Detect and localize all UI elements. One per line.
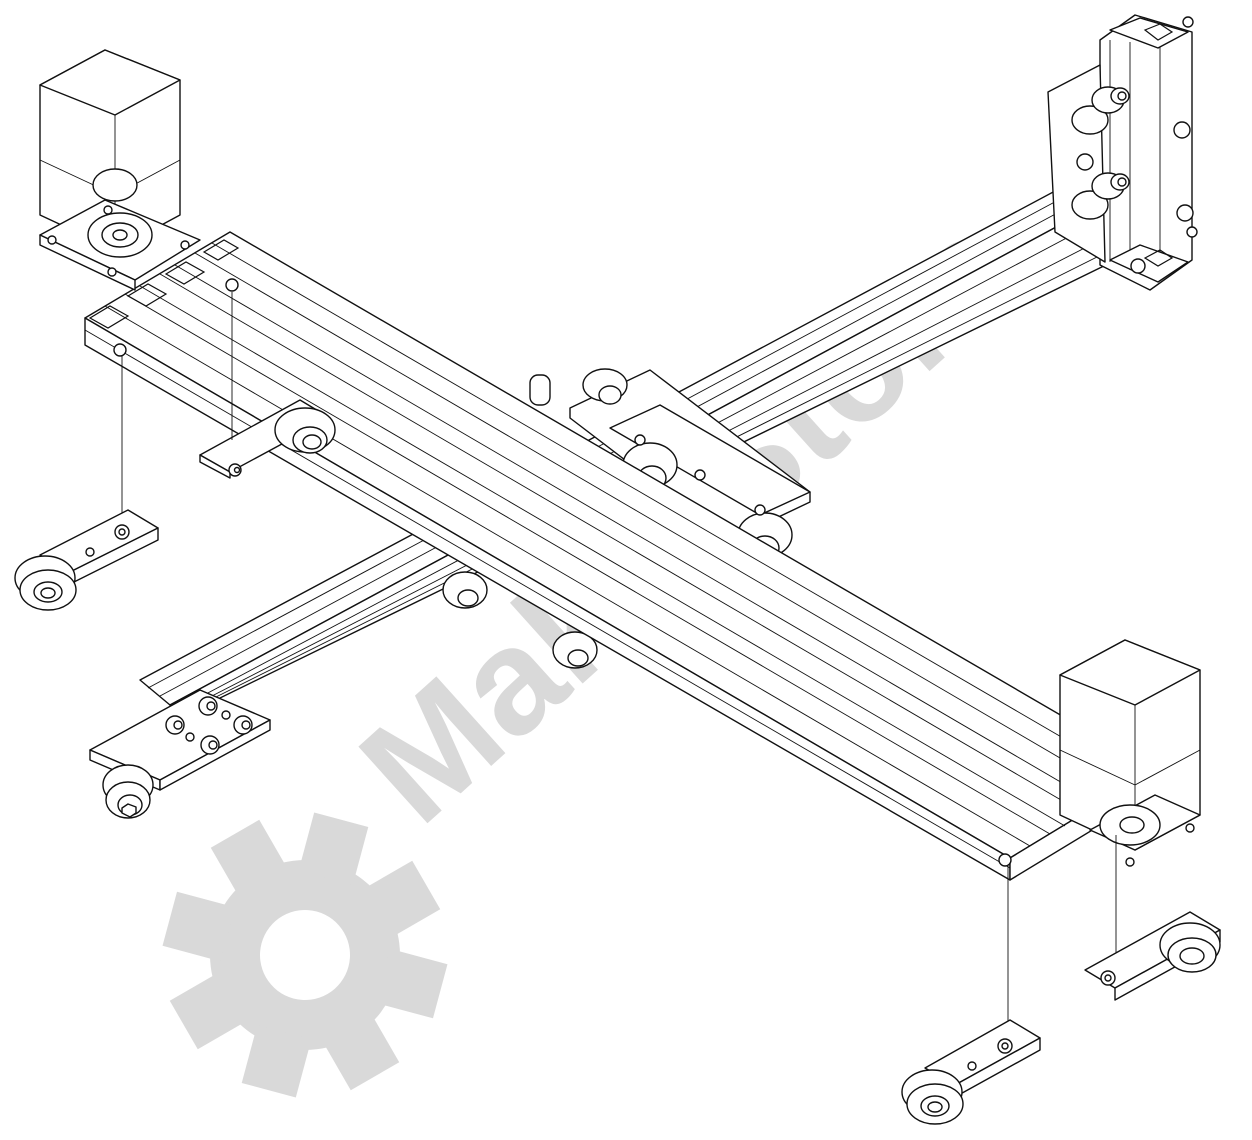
exploded-foot-left [14, 509, 159, 611]
y-end-carriage-right [1047, 14, 1198, 291]
stepper-motor-top-left [39, 49, 201, 291]
v-wheel [1071, 86, 1130, 135]
v-wheel [102, 764, 154, 819]
x-rail [84, 231, 1156, 881]
x-idler-bracket [199, 399, 336, 479]
stepper-motor-bottom-right [1059, 639, 1201, 867]
exploded-foot-right [1084, 911, 1221, 1001]
y-end-carriage-left [89, 571, 598, 819]
exploded-foot-bottom [901, 1019, 1041, 1125]
watermark-gear-icon [162, 812, 448, 1098]
center-carriage [529, 368, 811, 564]
v-wheel [1071, 172, 1130, 220]
